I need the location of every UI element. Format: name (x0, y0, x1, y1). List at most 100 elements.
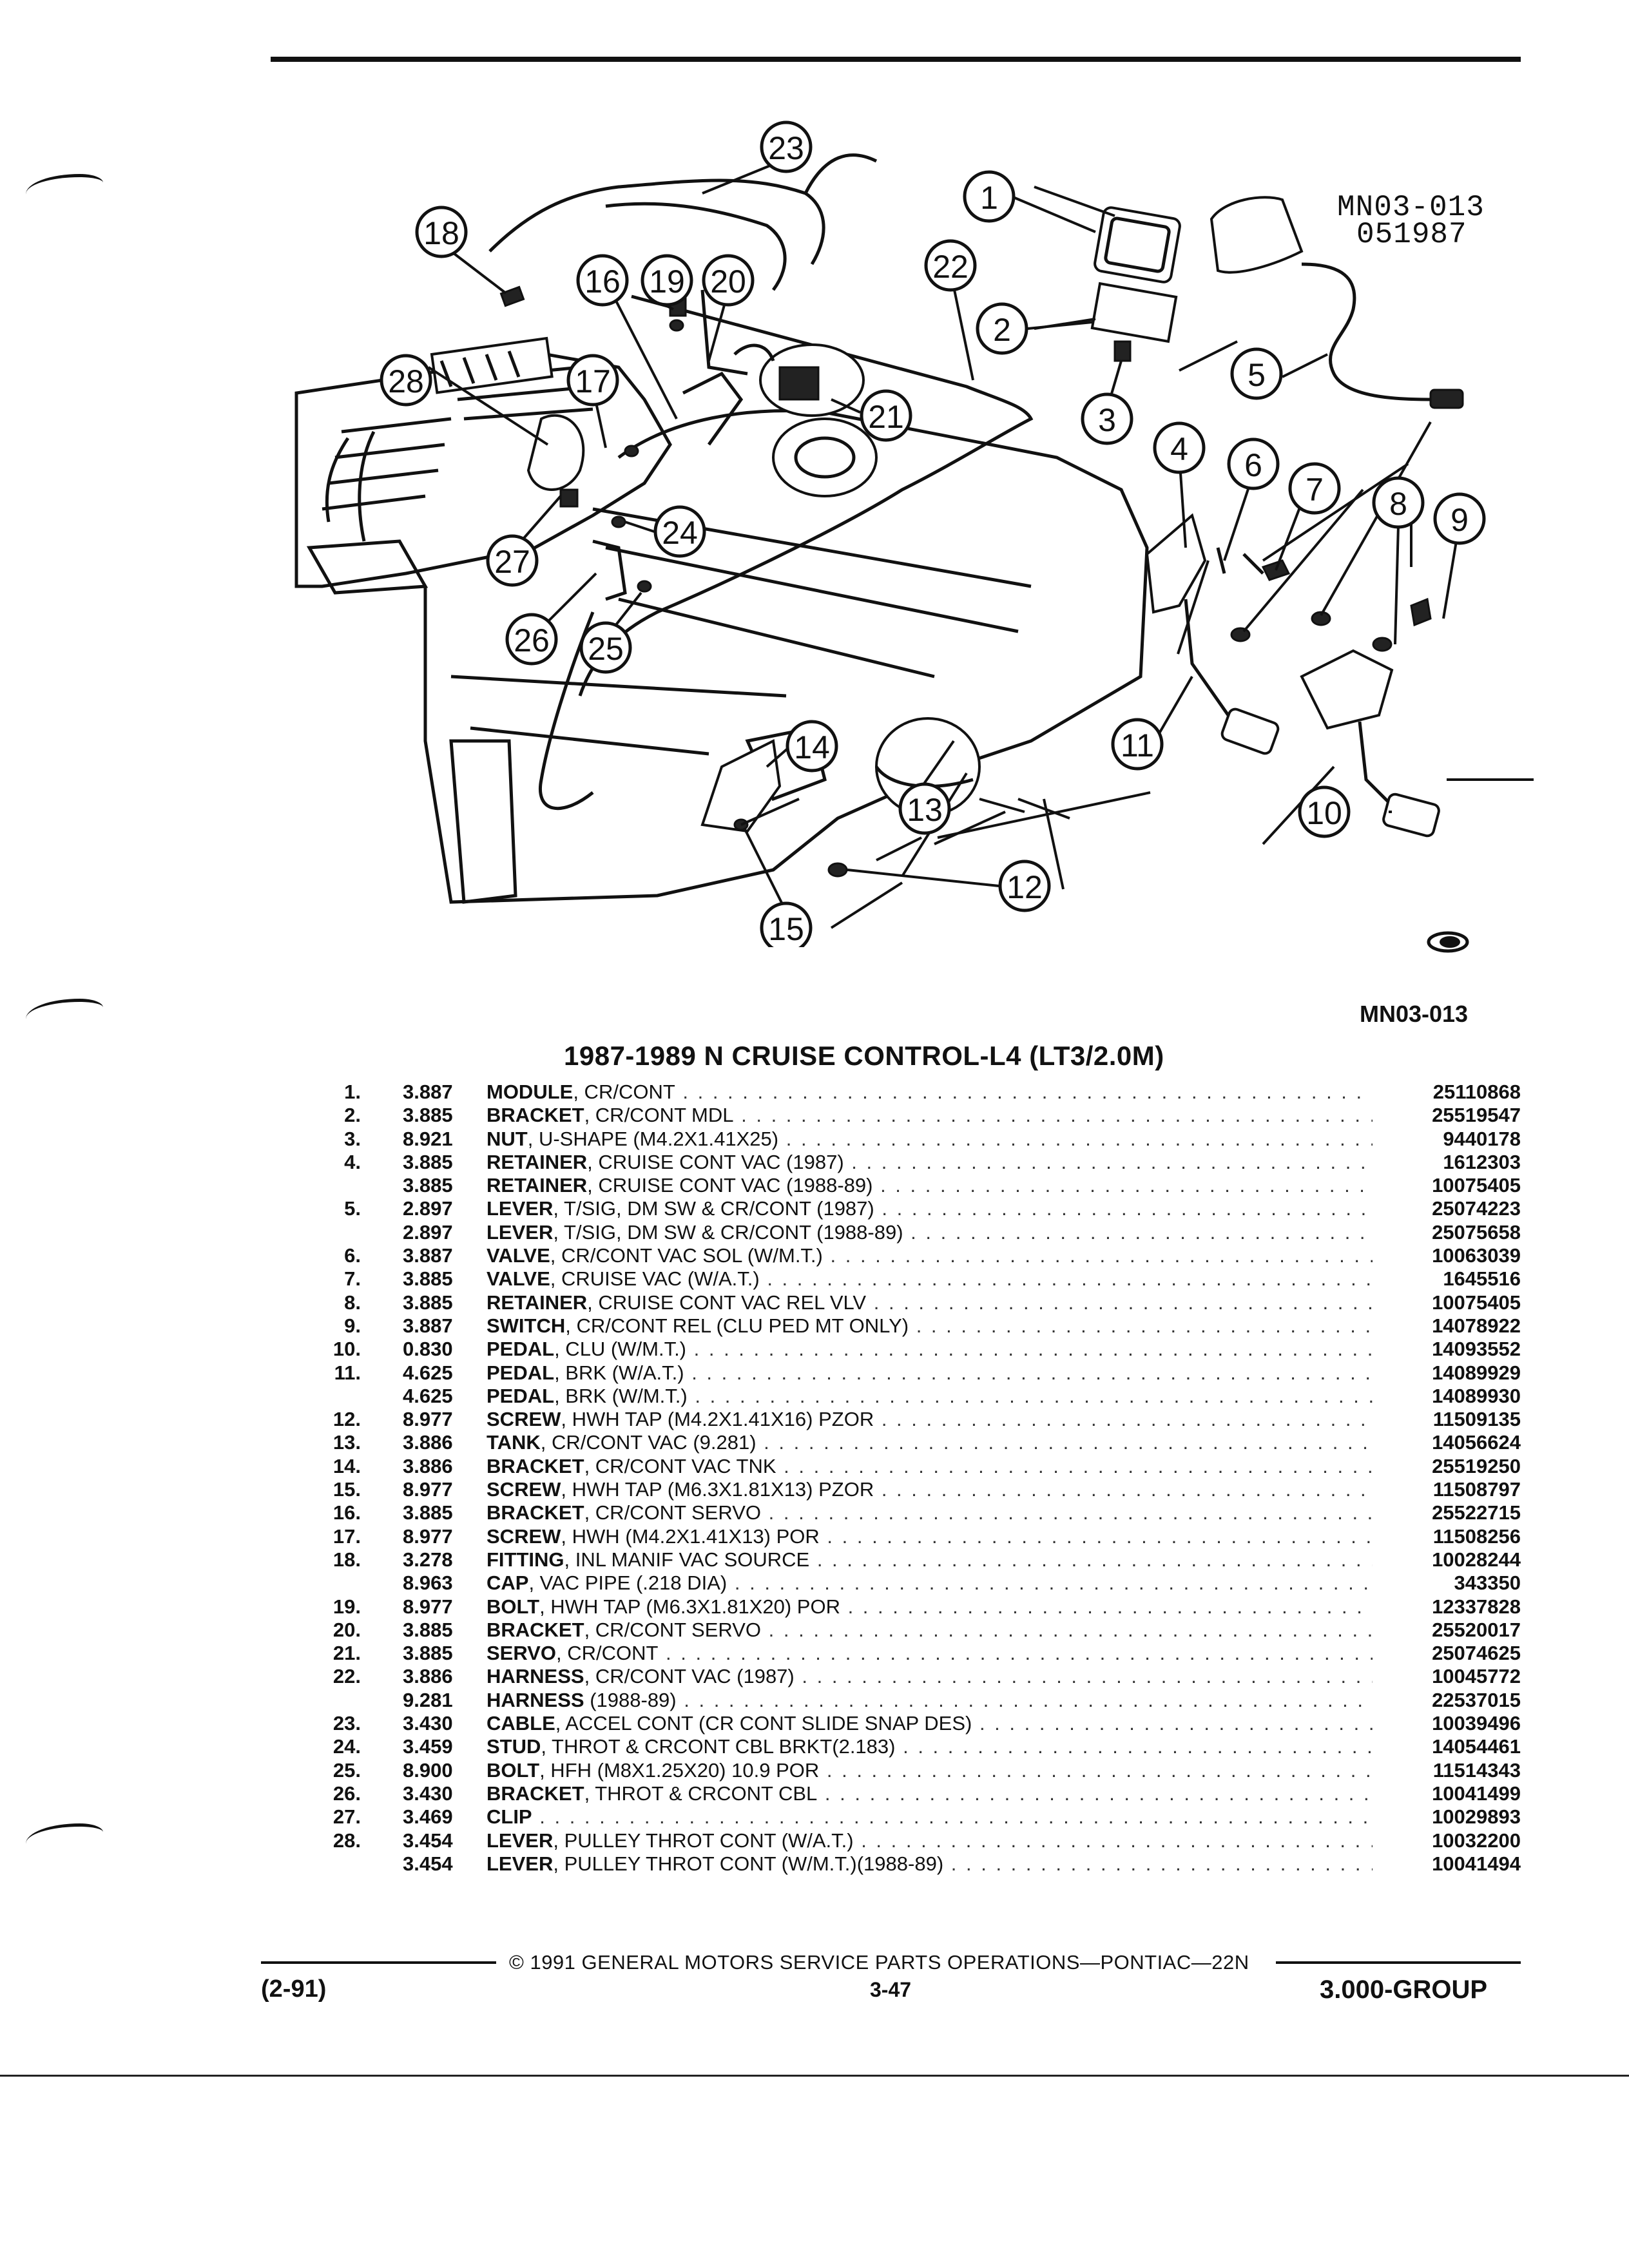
diagram-reference-code: MN03-013 (1337, 191, 1485, 224)
item-number: 21. (333, 1642, 361, 1665)
part-name: STUD (487, 1735, 541, 1758)
svg-text:20: 20 (710, 264, 746, 300)
part-description: LEVER, T/SIG, DM SW & CR/CONT (1988-89) … (487, 1221, 1373, 1244)
group-number: 3.278 (403, 1548, 453, 1571)
part-description: STUD, THROT & CRCONT CBL BRKT(2.183) . .… (487, 1735, 1373, 1758)
group-number: 3.469 (403, 1805, 453, 1829)
item-number: 26. (333, 1782, 361, 1805)
leader-dots: . . . . . . . . . . . . . . . . . . . . … (802, 1665, 1373, 1688)
item-number: 27. (333, 1805, 361, 1829)
part-description: BRACKET, CR/CONT SERVO . . . . . . . . .… (487, 1619, 1373, 1642)
svg-text:24: 24 (662, 515, 698, 551)
svg-text:22: 22 (932, 249, 969, 285)
svg-text:2: 2 (993, 312, 1011, 348)
part-description: PEDAL, BRK (W/M.T.) . . . . . . . . . . … (487, 1385, 1373, 1408)
part-description: PEDAL, BRK (W/A.T.) . . . . . . . . . . … (487, 1361, 1373, 1385)
part-detail: , BRK (W/A.T.) (554, 1361, 684, 1384)
leader-dots: . . . . . . . . . . . . . . . . . . . . … (816, 1548, 1373, 1571)
part-name: HARNESS (487, 1665, 584, 1688)
part-detail: , U-SHAPE (M4.2X1.41X25) (527, 1127, 779, 1150)
leader-dots: . . . . . . . . . . . . . . . . . . . . … (684, 1688, 1373, 1711)
callout-17: 17 (566, 354, 619, 448)
item-number: 11. (334, 1361, 361, 1384)
item-number: 6. (344, 1244, 361, 1267)
item-number: 14. (333, 1454, 361, 1477)
svg-text:25: 25 (588, 631, 624, 667)
leader-dots: . . . . . . . . . . . . . . . . . . . . … (741, 1104, 1373, 1127)
part-description: CABLE, ACCEL CONT (CR CONT SLIDE SNAP DE… (487, 1712, 1373, 1735)
callout-27: 27 (486, 495, 562, 587)
part-detail: , THROT & CRCONT CBL (584, 1782, 818, 1805)
part-name: BRACKET (487, 1618, 584, 1641)
part-description: CLIP . . . . . . . . . . . . . . . . . .… (487, 1805, 1373, 1829)
part-detail: , CRUISE CONT VAC REL VLV (587, 1291, 867, 1314)
part-name: PEDAL (487, 1361, 555, 1384)
part-number: 11508797 (1432, 1478, 1521, 1501)
part-description: RETAINER, CRUISE CONT VAC REL VLV . . . … (487, 1291, 1373, 1314)
part-name: LEVER (487, 1197, 554, 1220)
gm-logo-icon (1427, 931, 1469, 953)
callout-3: 3 (1081, 392, 1133, 445)
part-detail: , HWH TAP (M6.3X1.81X13) PZOR (561, 1478, 874, 1501)
group-number: 3.887 (403, 1314, 453, 1337)
group-number: 8.963 (403, 1571, 453, 1595)
callout-16: 16 (576, 254, 678, 419)
part-detail: , HWH (M4.2X1.41X13) POR (561, 1524, 820, 1548)
leader-dots: . . . . . . . . . . . . . . . . . . . . … (695, 1384, 1373, 1407)
part-number: 14093552 (1432, 1338, 1521, 1361)
part-detail: , CR/CONT VAC (9.281) (540, 1431, 757, 1454)
clutch-pedal-illustration (1230, 559, 1440, 838)
item-number: 13. (333, 1431, 361, 1454)
leader-dots: . . . . . . . . . . . . . . . . . . . . … (764, 1431, 1373, 1454)
leader-dots: . . . . . . . . . . . . . . . . . . . . … (734, 1571, 1373, 1595)
bottom-rule (0, 2075, 1629, 2077)
part-number: 11514343 (1432, 1758, 1521, 1782)
group-number: 8.977 (403, 1595, 453, 1618)
item-number: 1. (344, 1081, 361, 1103)
part-description: BRACKET, CR/CONT VAC TNK . . . . . . . .… (487, 1455, 1373, 1478)
part-detail: , CR/CONT (573, 1081, 675, 1103)
part-name: RETAINER (487, 1174, 588, 1197)
group-number: 8.977 (403, 1524, 453, 1548)
part-number: 10029893 (1432, 1805, 1521, 1829)
leader-dots: . . . . . . . . . . . . . . . . . . . . … (824, 1782, 1373, 1805)
part-detail: , PULLEY THROT CONT (W/M.T.)(1988-89) (553, 1852, 944, 1875)
svg-text:17: 17 (575, 363, 611, 399)
part-description: BOLT, HWH TAP (M6.3X1.81X20) POR . . . .… (487, 1595, 1373, 1619)
part-detail: , HWH TAP (M6.3X1.81X20) POR (539, 1595, 840, 1618)
group-number: 3.887 (403, 1081, 453, 1103)
svg-text:21: 21 (868, 399, 904, 435)
part-name: BRACKET (487, 1501, 584, 1524)
small-fasteners-illustration (499, 285, 748, 601)
part-description: VALVE, CRUISE VAC (W/A.T.) . . . . . . .… (487, 1267, 1373, 1291)
group-number: 4.625 (403, 1361, 453, 1384)
part-number: 10041499 (1432, 1782, 1521, 1805)
exploded-parts-diagram: 1 2 3 4 5 6 7 8 9 10 11 12 13 14 15 16 1… (294, 120, 1534, 947)
callout-23: 23 (702, 120, 813, 195)
part-description: PEDAL, CLU (W/M.T.) . . . . . . . . . . … (487, 1338, 1373, 1361)
part-detail: , BRK (W/M.T.) (554, 1384, 688, 1407)
part-name: BRACKET (487, 1782, 584, 1805)
callout-5: 5 (1230, 347, 1328, 400)
leader-dots: . . . . . . . . . . . . . . . . . . . . … (767, 1267, 1373, 1291)
footer-rule-right (1276, 1961, 1521, 1964)
leader-dots: . . . . . . . . . . . . . . . . . . . . … (881, 1408, 1373, 1431)
item-number: 17. (333, 1524, 361, 1548)
footer-rule-left (261, 1961, 496, 1964)
part-number: 25520017 (1432, 1618, 1521, 1641)
callout-11: 11 (1111, 675, 1193, 771)
callout-2: 2 (976, 302, 1093, 355)
